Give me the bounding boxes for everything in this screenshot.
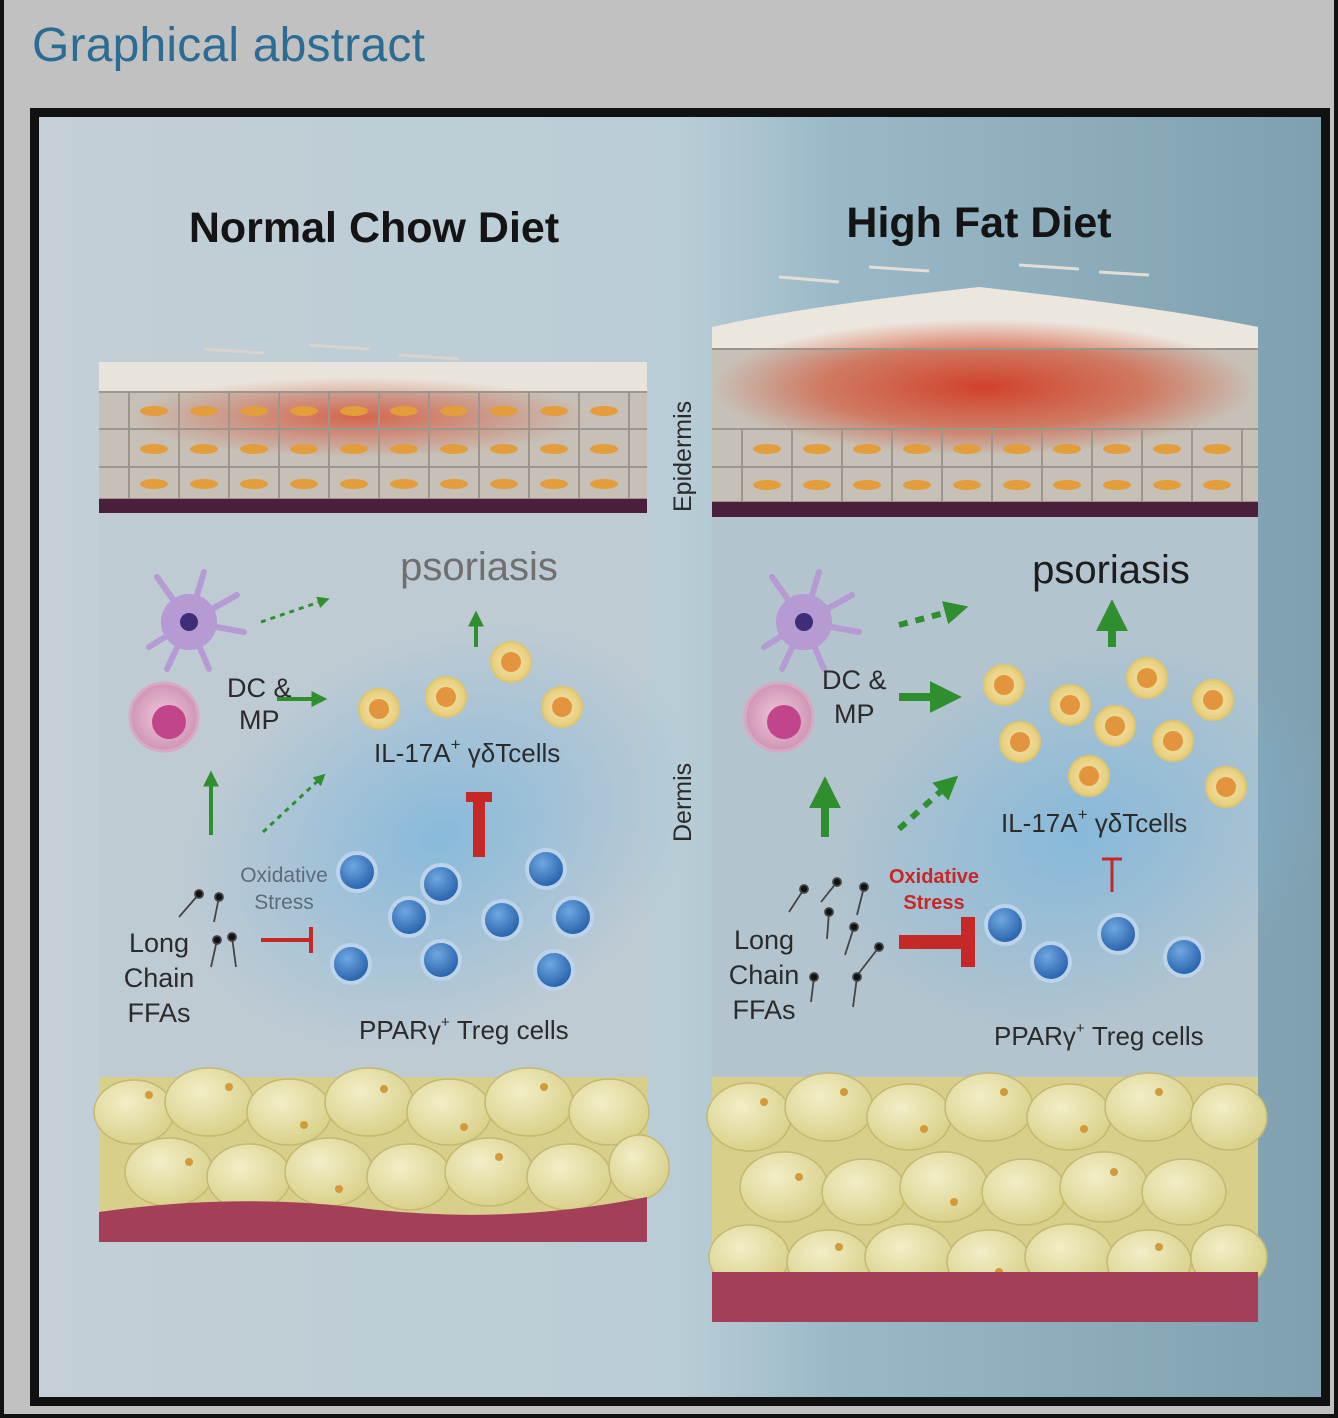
ffa-label-3: FFAs [127,998,190,1028]
pathway-arrows [809,599,1128,967]
ffa-molecules [178,889,237,968]
inhibit-ffa-to-treg [261,927,313,953]
treg-cells [330,848,594,991]
panel-title: Normal Chow Diet [189,204,559,252]
figure-frame: Normal Chow Diet [30,108,1330,1406]
oxidative-stress-label-1: Oxidative [240,864,328,887]
panel-high-fat-diet: High Fat Diet [706,199,1321,1322]
inhibit-ffa-to-treg [899,917,975,967]
gdt-cells [983,657,1247,808]
epidermis-layer [712,263,1258,517]
gdt-label: IL-17A+ γδTcells [1001,805,1187,838]
ffa-label-3: FFAs [732,995,795,1025]
oxidative-stress-label-1: Oxidative [889,866,979,888]
treg-label: PPARγ+ Treg cells [994,1020,1204,1051]
psoriasis-label: psoriasis [400,545,558,589]
panel-normal-chow-diet: Normal Chow Diet [93,204,698,1242]
adipose-layer [93,1067,670,1242]
macrophage-cell [128,681,200,753]
ffa-molecules [788,877,884,1008]
dashed-arrow-dc-to-psoriasis [260,596,330,624]
epidermis-axis-label: Epidermis [669,401,697,512]
oxidative-stress-label-2: Stress [903,892,964,914]
gdt-cells [358,641,583,730]
psoriasis-label: psoriasis [1032,548,1190,592]
inhibit-treg-to-gdt [1102,857,1122,892]
ffa-label-2: Chain [729,960,800,990]
dc-mp-label-2: MP [834,699,875,729]
inhibit-treg-to-gdt [466,792,492,857]
dashed-arrow-ffa-to-gdt [896,775,959,832]
treg-label: PPARγ+ Treg cells [359,1014,569,1045]
dc-mp-label-2: MP [239,705,280,735]
dendritic-cell [146,569,247,672]
ffa-label-1: Long [734,925,794,955]
epidermis-layer [99,343,647,513]
dendritic-cell [761,569,862,672]
adipose-layer [706,1072,1268,1322]
page-title: Graphical abstract [32,19,426,72]
ffa-label-2: Chain [124,963,195,993]
diagram-canvas: Normal Chow Diet [39,117,1321,1397]
oxidative-stress-label-2: Stress [254,891,314,914]
ffa-label-1: Long [129,928,189,958]
dashed-arrow-dc-to-psoriasis [898,601,969,628]
gdt-label: IL-17A+ γδTcells [374,735,560,768]
panel-title: High Fat Diet [846,199,1111,247]
pathway-arrows [203,596,492,953]
dermis-axis-label: Dermis [669,763,697,842]
dashed-arrow-ffa-to-gdt [261,773,326,834]
treg-cells [984,904,1205,983]
dc-mp-label-1: DC & [822,665,887,695]
macrophage-cell [743,681,815,753]
